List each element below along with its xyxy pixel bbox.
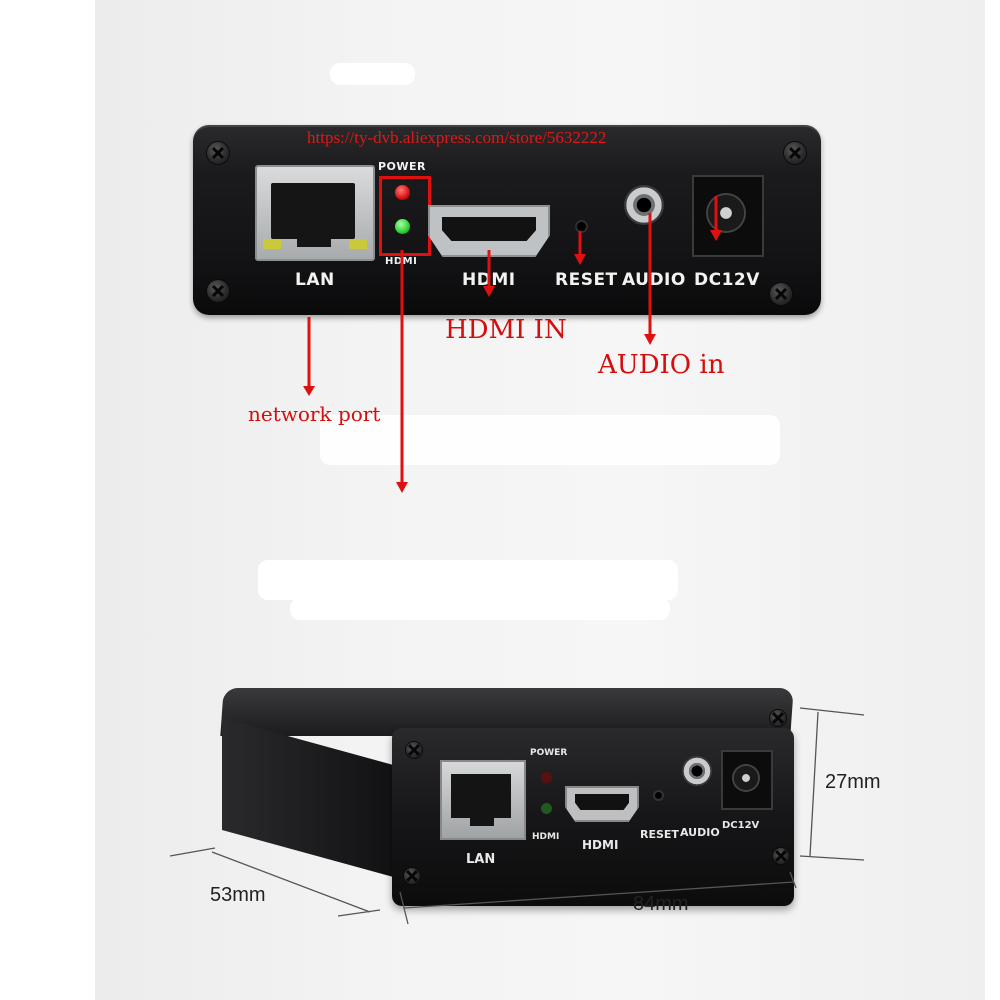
arrowhead-icon xyxy=(396,482,408,493)
retouch-blob xyxy=(290,598,670,620)
power-led-icon xyxy=(395,185,410,200)
audio-jack xyxy=(624,185,664,225)
arrowhead-icon xyxy=(483,286,495,297)
dc-power-jack-pin xyxy=(734,766,758,790)
arrowhead-icon xyxy=(710,230,722,241)
audio-jack xyxy=(682,756,712,786)
lan-led-icon xyxy=(349,239,367,249)
height-dimension: 27mm xyxy=(825,771,881,793)
screw-icon xyxy=(770,283,792,305)
store-url: https://ty-dvb.aliexpress.com/store/5632… xyxy=(307,128,607,147)
power-led-icon xyxy=(541,772,552,783)
hdmi-port-socket xyxy=(575,794,629,810)
reset-label: RESET xyxy=(555,270,618,290)
power-label: POWER xyxy=(378,160,427,173)
arrowhead-icon xyxy=(303,386,315,396)
hdmi-led-icon xyxy=(395,219,410,234)
lan-label: LAN xyxy=(295,270,335,290)
reset-button xyxy=(655,792,662,799)
arrowhead-icon xyxy=(644,334,656,345)
audio-in-annotation: AUDIO in xyxy=(598,350,725,380)
screw-icon xyxy=(404,868,420,884)
lan-port-tab xyxy=(297,225,331,247)
screw-icon xyxy=(770,710,786,726)
hdmi-led-icon xyxy=(541,803,552,814)
hdmi-led-label: HDMI xyxy=(532,832,560,842)
power-label: POWER xyxy=(530,748,568,758)
lan-port xyxy=(255,165,375,261)
lan-port xyxy=(440,760,526,840)
dc-label: DC12V xyxy=(694,270,760,290)
screw-icon xyxy=(207,280,229,302)
lan-led-icon xyxy=(263,239,281,249)
hdmi-port xyxy=(565,786,639,822)
screw-icon xyxy=(773,848,789,864)
audio-label: AUDIO xyxy=(680,826,720,839)
hdmi-in-annotation: HDMI IN xyxy=(445,315,567,345)
audio-label: AUDIO xyxy=(622,270,686,290)
network-port-annotation: network port xyxy=(248,402,381,426)
screw-icon xyxy=(784,142,806,164)
retouch-blob xyxy=(320,415,780,465)
screw-icon xyxy=(207,142,229,164)
hdmi-label: HDMI xyxy=(582,838,619,852)
retouch-blob xyxy=(330,63,415,85)
lan-port-socket xyxy=(451,774,511,818)
lan-port-tab xyxy=(470,812,494,826)
width-dimension: 84mm xyxy=(633,893,689,915)
screw-icon xyxy=(406,742,422,758)
dc-label: DC12V xyxy=(722,820,760,831)
lan-label: LAN xyxy=(466,852,496,867)
dc-power-jack xyxy=(692,175,764,257)
reset-label: RESET xyxy=(640,828,679,841)
retouch-blob xyxy=(258,560,678,600)
reset-button xyxy=(577,222,586,231)
depth-dimension: 53mm xyxy=(210,884,266,906)
dc-power-jack xyxy=(721,750,773,810)
arrowhead-icon xyxy=(574,254,586,265)
